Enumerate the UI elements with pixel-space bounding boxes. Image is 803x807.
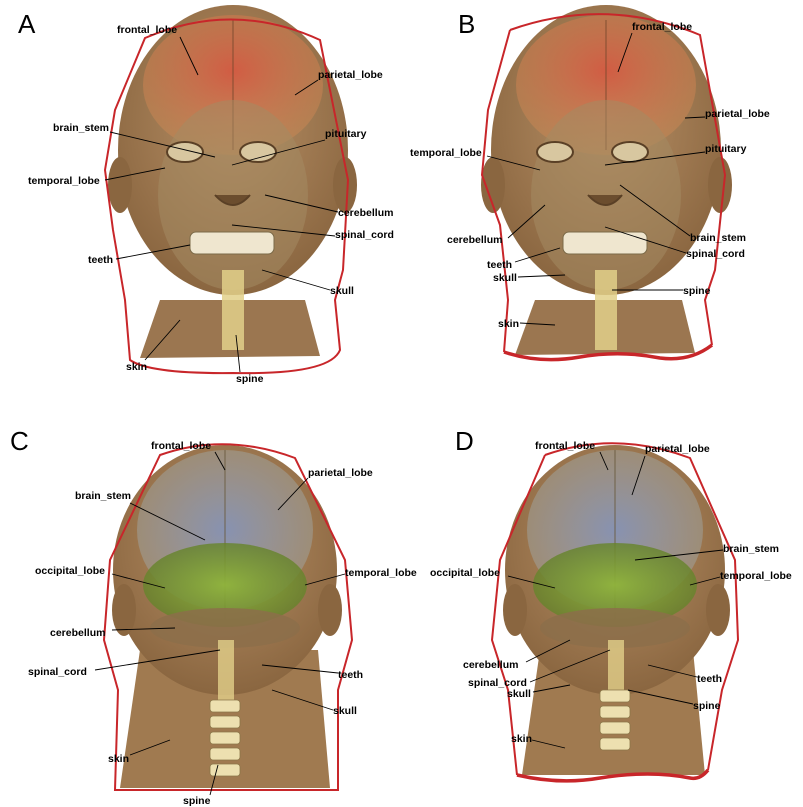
label-brain-stem: brain_stem [690,232,746,244]
label-frontal-lobe: frontal_lobe [117,24,177,36]
label-occipital-lobe: occipital_lobe [430,567,500,579]
label-spinal-cord: spinal_cord [335,229,394,241]
label-parietal-lobe: parietal_lobe [705,108,770,120]
panel-d: D frontal_lobe parietal_lobe [430,426,792,781]
label-spinal-cord: spinal_cord [686,248,745,260]
label-skull: skull [330,285,354,297]
label-temporal-lobe: temporal_lobe [28,175,100,187]
label-teeth: teeth [338,669,363,681]
panel-letter: A [18,9,36,39]
back-head-drawing [503,445,730,775]
label-skull: skull [333,705,357,717]
label-skull: skull [507,688,531,700]
panel-b: B frontal_lobe parietal_lobe temporal_lo… [410,5,770,360]
panel-a: A frontal_lobe parietal_lobe brain_stem … [18,5,394,385]
panel-letter: D [455,426,474,456]
label-skin: skin [498,318,519,330]
label-parietal-lobe: parietal_lobe [308,467,373,479]
label-spinal-cord: spinal_cord [28,666,87,678]
label-pituitary: pituitary [705,143,747,155]
label-teeth: teeth [487,259,512,271]
label-spine: spine [183,795,211,807]
label-skull: skull [493,272,517,284]
label-parietal-lobe: parietal_lobe [645,443,710,455]
back-head-drawing [112,445,342,788]
label-teeth: teeth [697,673,722,685]
panel-letter: C [10,426,29,456]
label-brain-stem: brain_stem [75,490,131,502]
panel-letter: B [458,9,475,39]
label-spine: spine [683,285,711,297]
label-skin: skin [108,753,129,765]
label-brain-stem: brain_stem [53,122,109,134]
label-brain-stem: brain_stem [723,543,779,555]
label-temporal-lobe: temporal_lobe [410,147,482,159]
label-skin: skin [511,733,532,745]
label-frontal-lobe: frontal_lobe [151,440,211,452]
label-cerebellum: cerebellum [50,627,105,639]
front-head-drawing [108,5,357,358]
panel-c: C frontal_lobe parietal_lobe [10,426,417,807]
front-head-drawing [481,5,732,355]
label-cerebellum: cerebellum [447,234,502,246]
label-frontal-lobe: frontal_lobe [632,21,692,33]
label-spine: spine [236,373,264,385]
label-cerebellum: cerebellum [338,207,393,219]
label-temporal-lobe: temporal_lobe [345,567,417,579]
label-teeth: teeth [88,254,113,266]
label-parietal-lobe: parietal_lobe [318,69,383,81]
label-spine: spine [693,700,721,712]
label-cerebellum: cerebellum [463,659,518,671]
label-temporal-lobe: temporal_lobe [720,570,792,582]
label-pituitary: pituitary [325,128,367,140]
label-frontal-lobe: frontal_lobe [535,440,595,452]
label-skin: skin [126,361,147,373]
label-occipital-lobe: occipital_lobe [35,565,105,577]
